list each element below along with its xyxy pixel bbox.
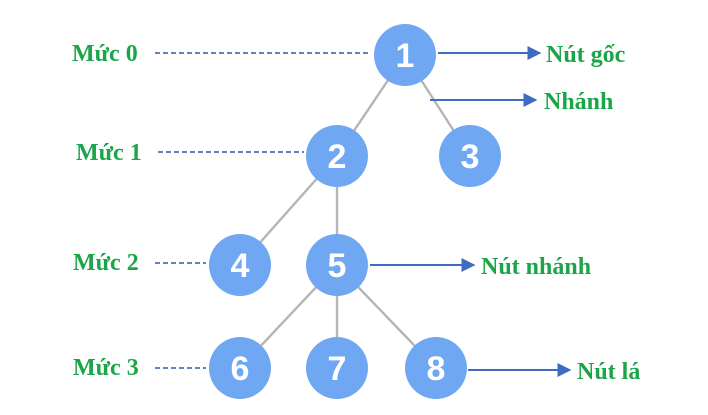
node-circle-6 bbox=[209, 337, 271, 399]
node-label-8: 8 bbox=[427, 350, 446, 388]
node-label-1: 1 bbox=[396, 37, 415, 75]
leaf-annotation-label: Nút lá bbox=[577, 359, 640, 385]
node-label-5: 5 bbox=[328, 247, 347, 285]
annotations: Nút gốc Nhánh Nút nhánh Nút lá bbox=[370, 42, 640, 385]
tree-node-7: 7 bbox=[306, 337, 368, 399]
tree-node-1: 1 bbox=[374, 24, 436, 86]
node-label-3: 3 bbox=[461, 138, 480, 176]
internal-node-annotation-label: Nút nhánh bbox=[481, 254, 591, 280]
node-circle-1 bbox=[374, 24, 436, 86]
level-label-0: Mức 0 bbox=[72, 41, 138, 67]
tree-node-6: 6 bbox=[209, 337, 271, 399]
node-circle-3 bbox=[439, 125, 501, 187]
tree-nodes: 1 2 3 4 5 6 7 8 bbox=[209, 24, 501, 399]
node-circle-4 bbox=[209, 234, 271, 296]
node-label-4: 4 bbox=[231, 247, 250, 285]
level-label-3: Mức 3 bbox=[73, 355, 139, 381]
tree-node-8: 8 bbox=[405, 337, 467, 399]
level-guides: Mức 0 Mức 1 Mức 2 Mức 3 bbox=[72, 41, 368, 381]
level-label-1: Mức 1 bbox=[76, 140, 142, 166]
node-label-7: 7 bbox=[328, 350, 347, 388]
node-circle-2 bbox=[306, 125, 368, 187]
tree-node-4: 4 bbox=[209, 234, 271, 296]
branch-annotation-label: Nhánh bbox=[544, 89, 613, 115]
node-label-2: 2 bbox=[328, 138, 347, 176]
tree-edges bbox=[239, 54, 472, 369]
level-label-2: Mức 2 bbox=[73, 250, 139, 276]
tree-node-5: 5 bbox=[306, 234, 368, 296]
node-circle-7 bbox=[306, 337, 368, 399]
tree-node-2: 2 bbox=[306, 125, 368, 187]
node-circle-8 bbox=[405, 337, 467, 399]
root-annotation-label: Nút gốc bbox=[546, 42, 626, 68]
tree-node-3: 3 bbox=[439, 125, 501, 187]
node-circle-5 bbox=[306, 234, 368, 296]
node-label-6: 6 bbox=[231, 350, 250, 388]
